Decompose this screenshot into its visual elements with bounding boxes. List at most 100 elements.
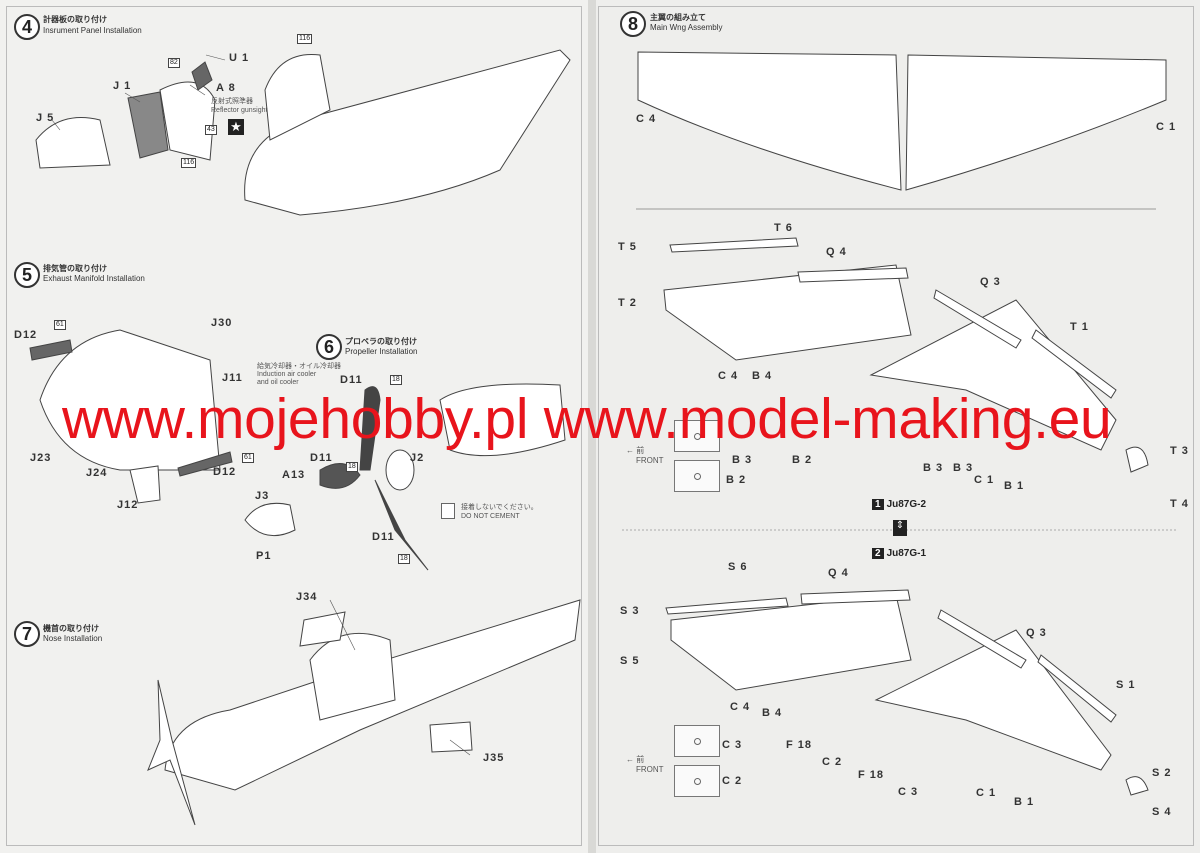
step-7-badge: 7 xyxy=(14,621,40,647)
part-label: B 3 xyxy=(923,462,944,474)
left-instruction-page: 4 計器板の取り付け Insrument Panel Installation … xyxy=(0,0,588,853)
part-s2 xyxy=(1125,776,1149,796)
part-label: J12 xyxy=(117,499,139,511)
propeller-blade-bottom xyxy=(374,479,429,571)
part-label: Q 4 xyxy=(826,246,847,258)
part-q4 xyxy=(797,267,909,283)
note-en: and oil cooler xyxy=(257,379,299,386)
star-icon: ★ xyxy=(228,119,244,135)
part-label: B 4 xyxy=(762,707,783,719)
callout: 18 xyxy=(346,462,358,472)
variant-badge: 2 xyxy=(872,548,884,559)
part-label: C 4 xyxy=(730,701,751,713)
front-label: FRONT xyxy=(636,765,664,774)
part-label: C 1 xyxy=(1156,121,1177,133)
step-8-badge: 8 xyxy=(620,11,646,37)
part-q3 xyxy=(933,289,1022,349)
part-label: Q 3 xyxy=(980,276,1001,288)
part-label: Q 4 xyxy=(828,567,849,579)
part-label: U 1 xyxy=(229,52,250,64)
step-5-title-en: Exhaust Manifold Installation xyxy=(43,274,145,283)
step-4-badge: 4 xyxy=(14,14,40,40)
c3-detail-box xyxy=(674,725,720,757)
spinner-j3 xyxy=(244,502,296,537)
propeller-step7 xyxy=(147,679,196,826)
part-label: T 6 xyxy=(774,222,793,234)
part-label: A13 xyxy=(282,469,306,481)
no-cement-icon xyxy=(441,503,455,519)
step-6-title-en: Propeller Installation xyxy=(345,347,418,356)
front-label: FRONT xyxy=(636,456,664,465)
variant-label: Ju87G-1 xyxy=(886,548,927,559)
part-label: J24 xyxy=(86,467,108,479)
part-s1 xyxy=(1037,654,1117,723)
exhaust-d12b xyxy=(177,451,233,477)
part-label: C 4 xyxy=(636,113,657,125)
part-label: B 2 xyxy=(726,474,747,486)
prop-hub xyxy=(385,449,415,491)
step-7-title-en: Nose Installation xyxy=(43,634,103,643)
part-label: B 1 xyxy=(1004,480,1025,492)
part-label: C 1 xyxy=(976,787,997,799)
watermark: www.mojehobby.pl www.model-making.eu xyxy=(62,387,1112,451)
part-label: S 3 xyxy=(620,605,640,617)
exhaust-d12 xyxy=(29,339,73,361)
note-jp: 反射式照準器 xyxy=(211,98,253,105)
part-label: S 1 xyxy=(1116,679,1136,691)
swap-arrows-icon: ⇕ xyxy=(893,520,907,536)
part-label: J 1 xyxy=(113,80,132,92)
part-label: J11 xyxy=(222,372,243,384)
nose-j-step7 xyxy=(309,632,396,721)
part-label: F 18 xyxy=(858,769,885,781)
step-5-title-jp: 排気管の取り付け xyxy=(43,264,107,273)
part-label: B 2 xyxy=(792,454,813,466)
part-j35 xyxy=(429,721,473,753)
part-label: J35 xyxy=(483,752,505,764)
variant-label: Ju87G-2 xyxy=(886,499,927,510)
part-label: C 1 xyxy=(974,474,995,486)
part-j5 xyxy=(35,117,111,169)
part-s6 xyxy=(665,597,789,615)
part-label: B 3 xyxy=(732,454,753,466)
part-label: D12 xyxy=(213,466,237,478)
part-label: T 4 xyxy=(1170,498,1189,510)
part-label: B 1 xyxy=(1014,796,1035,808)
part-label: C 3 xyxy=(898,786,919,798)
part-label: D12 xyxy=(14,329,38,341)
note-en: Induction air cooler xyxy=(257,371,317,378)
front-jp: 前 xyxy=(636,446,645,455)
part-label: S 6 xyxy=(728,561,748,573)
part-label: C 2 xyxy=(822,756,843,768)
callout: 61 xyxy=(54,320,66,330)
wing-left-g2 xyxy=(663,264,912,361)
part-label: C 4 xyxy=(718,370,739,382)
part-j34 xyxy=(299,611,346,647)
assembly-drawings-left xyxy=(29,49,581,826)
part-label: Q 3 xyxy=(1026,627,1047,639)
step-6-badge: 6 xyxy=(316,334,342,360)
callout: 43 xyxy=(205,125,217,135)
part-label: C 2 xyxy=(722,775,743,787)
part-label: J34 xyxy=(296,591,318,603)
part-q4-g1 xyxy=(800,589,911,605)
part-a8 xyxy=(191,61,213,91)
step-8-title-en: Main Wng Assembly xyxy=(650,23,723,32)
part-t1 xyxy=(1031,329,1117,399)
note-en: Reflector gunsight xyxy=(211,107,268,114)
callout: 116 xyxy=(181,158,197,168)
do-not-cement-en: DO NOT CEMENT xyxy=(461,513,520,520)
callout: 61 xyxy=(242,453,254,463)
callout: 82 xyxy=(168,58,180,68)
note-jp: 給気冷却器・オイル冷却器 xyxy=(257,363,341,370)
wing-lower-right xyxy=(905,54,1167,191)
part-label: B 4 xyxy=(752,370,773,382)
part-label: S 2 xyxy=(1152,767,1172,779)
part-label: T 3 xyxy=(1170,445,1189,457)
step-4-title-en: Insrument Panel Installation xyxy=(43,26,142,35)
fuselage-step4 xyxy=(244,49,571,216)
front-arrow-jp: ← 前 xyxy=(626,446,645,455)
part-label: J3 xyxy=(255,490,270,502)
